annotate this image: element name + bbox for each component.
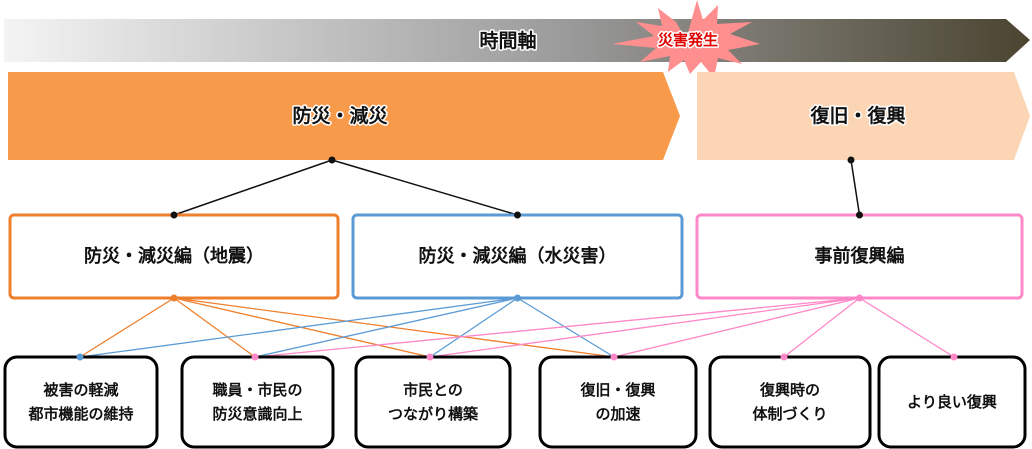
category-goal-link	[79, 297, 518, 358]
category-top-dot	[856, 211, 863, 219]
category-top-dot	[170, 211, 178, 219]
disaster-event-label: 災害発生	[658, 31, 718, 49]
phase-category-link	[331, 159, 518, 216]
goal-box-5: より良い復興	[877, 355, 1027, 449]
phase-category-link	[850, 159, 861, 216]
goal-label-line: 復旧・復興	[579, 381, 655, 399]
goal-label-line: 職員・市民の	[212, 381, 302, 399]
goal-label-line: 復興時の	[759, 381, 820, 399]
category-label: 事前復興編	[815, 245, 905, 267]
category-box-0: 防災・減災編（地震）	[8, 213, 340, 300]
connector-dots	[76, 156, 958, 361]
connector-lines	[79, 159, 955, 358]
category-bottom-dot	[856, 294, 863, 302]
category-top-dot	[514, 211, 521, 219]
category-goal-link	[859, 297, 955, 358]
disaster-event-burst: 災害発生	[612, 0, 760, 78]
phase-dot	[847, 156, 855, 164]
goal-dot	[76, 353, 84, 361]
phase-prevention-label: 防災・減災	[292, 104, 388, 127]
category-label: 防災・減災編（水災害）	[419, 245, 617, 267]
category-goal-link	[783, 297, 860, 358]
goal-dot	[251, 353, 259, 361]
phase-category-link	[173, 159, 333, 216]
category-goal-link	[429, 297, 518, 358]
phase-recovery-label: 復旧・復興	[809, 104, 905, 127]
goal-label-line: より良い復興	[907, 393, 997, 411]
goal-dot	[950, 353, 958, 361]
category-box-2: 事前復興編	[695, 213, 1024, 300]
goal-dot	[610, 353, 618, 361]
category-box-1: 防災・減災編（水災害）	[351, 213, 684, 300]
goal-label-line: 都市機能の維持	[27, 405, 133, 423]
phase-recovery: 復旧・復興	[697, 72, 1030, 160]
category-goal-link	[254, 297, 860, 358]
timeline-label: 時間軸	[479, 29, 536, 52]
starburst-icon	[612, 0, 760, 78]
category-label: 防災・減災編（地震）	[84, 245, 264, 267]
timeline-arrow: 時間軸	[4, 19, 1030, 62]
goal-dot	[780, 353, 788, 361]
category-bottom-dot	[514, 294, 521, 302]
goal-label-line: 市民との	[403, 381, 463, 399]
goal-label-line: つながり構築	[388, 405, 479, 423]
category-goal-link	[173, 297, 256, 358]
category-goal-link	[173, 297, 615, 358]
phase-dot	[328, 156, 336, 164]
category-goal-link	[429, 297, 860, 358]
category-goal-link	[254, 297, 518, 358]
phase-prevention: 防災・減災	[8, 72, 680, 160]
goal-label-line: の加速	[595, 405, 640, 423]
goal-label-line: 防災意識向上	[212, 405, 302, 423]
category-goal-link	[79, 297, 175, 358]
category-goal-link	[517, 297, 615, 358]
goal-label-line: 体制づくり	[752, 405, 827, 423]
category-goal-link	[613, 297, 860, 358]
goal-label-line: 被害の軽減	[43, 381, 118, 399]
category-bottom-dot	[170, 294, 178, 302]
goal-dot	[426, 353, 434, 361]
